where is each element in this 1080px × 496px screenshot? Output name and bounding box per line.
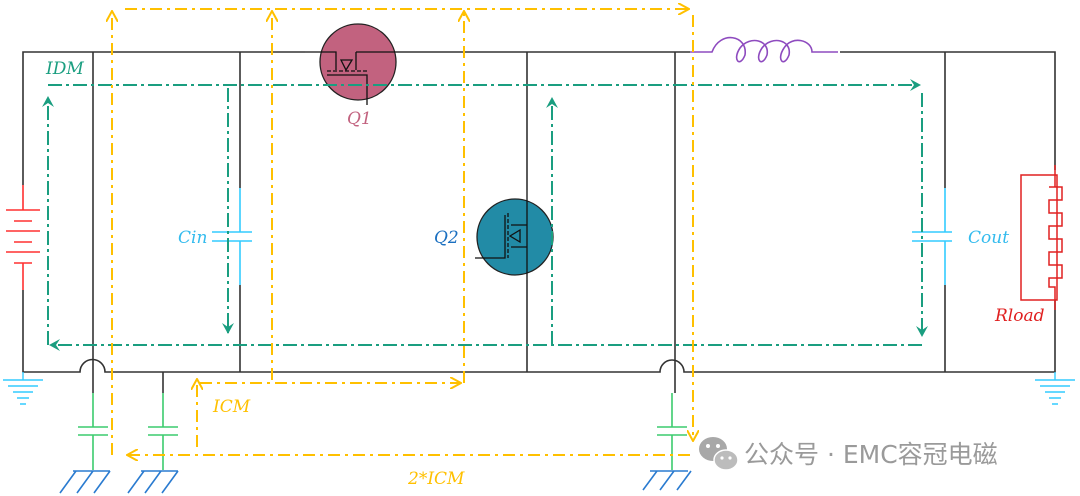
- 2icm-label: 2*ICM: [407, 469, 465, 489]
- cout-label: Cout: [968, 228, 1009, 248]
- rload-label: Rload: [994, 306, 1045, 326]
- cin-label: Cin: [178, 228, 207, 248]
- y-capacitors: [78, 393, 687, 470]
- q1-mosfet-icon: [305, 23, 397, 105]
- q2-mosfet-icon: [475, 190, 554, 280]
- battery-icon: [6, 185, 40, 290]
- q2-label: Q2: [434, 228, 459, 248]
- icm-label: ICM: [212, 397, 251, 417]
- idm-label: IDM: [45, 59, 84, 79]
- differential-mode-path: [42, 79, 928, 351]
- chassis-ground-icons: [59, 470, 692, 494]
- cout-capacitor: [912, 188, 952, 285]
- inductor-icon: [690, 36, 838, 63]
- wechat-icon: [699, 437, 739, 471]
- watermark-text: 公众号 · EMC容冠电磁: [744, 440, 998, 469]
- q1-label: Q1: [347, 109, 372, 129]
- ground-icon-left: [3, 372, 43, 405]
- common-mode-path: [112, 9, 693, 455]
- wires: [22, 51, 1056, 393]
- ground-icon-right: [1035, 372, 1075, 405]
- rload-resistor-icon: [1020, 165, 1063, 310]
- cin-capacitor: [212, 188, 252, 285]
